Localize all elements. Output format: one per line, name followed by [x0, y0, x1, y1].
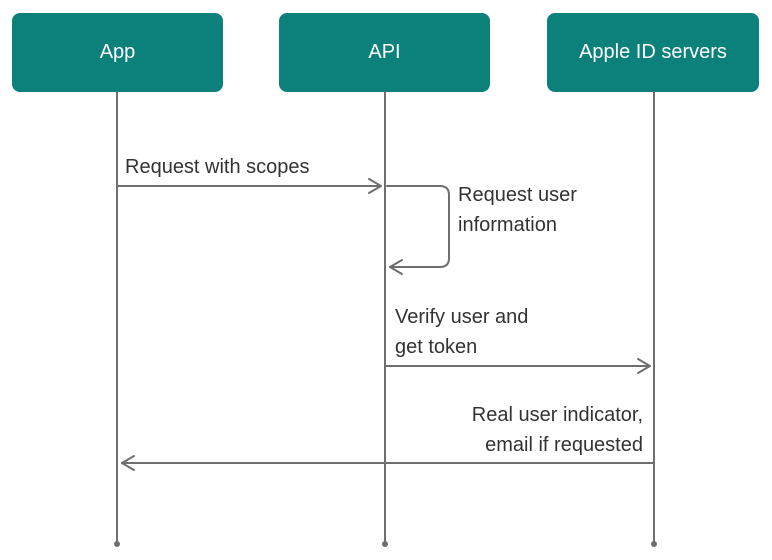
message-verify-user-arrow — [385, 358, 651, 374]
participant-apple-id-servers-label: Apple ID servers — [579, 41, 727, 63]
message-label-line: email if requested — [485, 434, 643, 456]
participant-app: App — [12, 13, 223, 92]
message-label-line: Real user indicator, — [471, 404, 643, 426]
lifeline-end-dot-api — [382, 541, 388, 547]
lifeline-end-dot-apple-id-servers — [651, 541, 657, 547]
lifeline-end-dot-app — [114, 541, 120, 547]
message-request-with-scopes-label: Request with scopes — [125, 152, 310, 182]
participant-app-label: App — [99, 41, 136, 63]
message-request-user-information-label: Request user information — [458, 180, 577, 240]
message-label-line: get token — [395, 336, 478, 358]
message-label-line: Verify user and — [395, 306, 529, 328]
message-request-user-information-arrow — [386, 185, 450, 275]
participant-api-label: API — [368, 41, 401, 63]
participant-api: API — [279, 13, 490, 92]
message-label-line: Request with scopes — [125, 156, 310, 178]
message-real-user-indicator-label: Real user indicator, email if requested — [472, 400, 643, 460]
message-label-line: information — [458, 214, 557, 236]
message-label-line: Request user — [458, 184, 577, 206]
message-real-user-indicator-arrow — [121, 455, 654, 471]
participant-apple-id-servers: Apple ID servers — [547, 13, 759, 92]
message-request-with-scopes-arrow — [117, 178, 382, 194]
message-verify-user-label: Verify user and get token — [395, 302, 528, 362]
